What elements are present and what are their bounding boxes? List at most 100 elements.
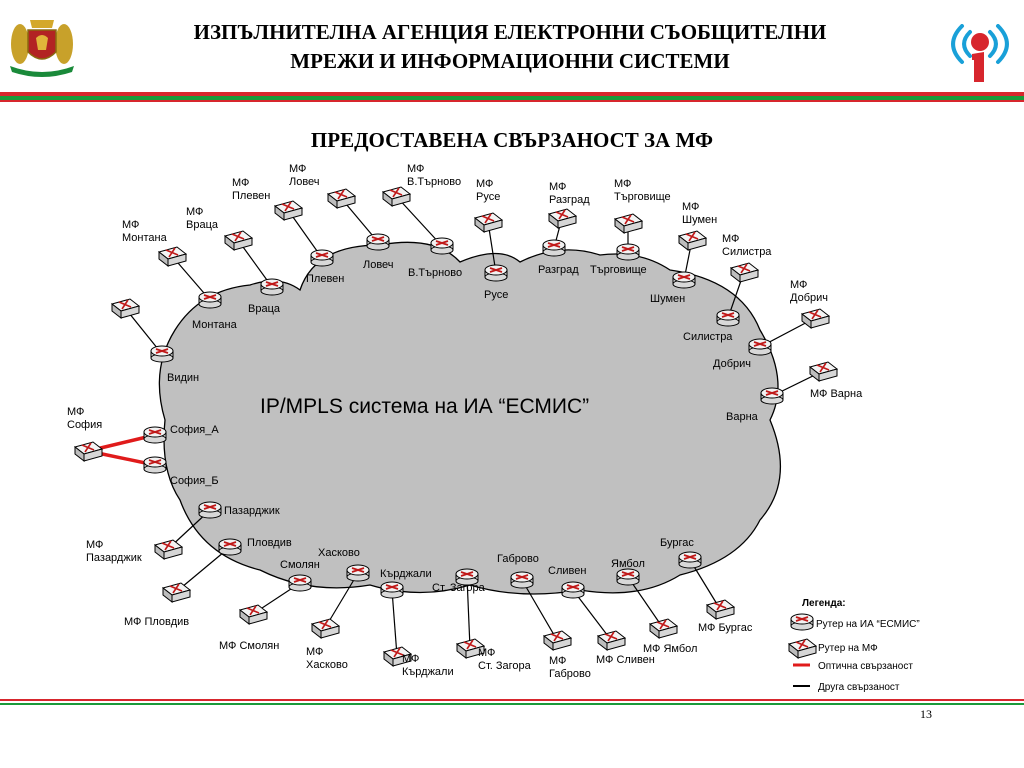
mf-router-burgas [705, 599, 736, 621]
agency-title-line1: ИЗПЪЛНИТЕЛНА АГЕНЦИЯ ЕЛЕКТРОННИ СЪОБЩИТЕ… [193, 20, 827, 44]
link-mf_plovdiv [175, 546, 231, 593]
router-label-yambol: Ямбол [611, 558, 645, 570]
footer-stripe-green [0, 703, 1024, 705]
router-label-burgas: Бургас [660, 537, 694, 549]
router-pleven [310, 249, 334, 267]
router-label-shumen: Шумен [650, 293, 685, 305]
mf-router-plovdiv [161, 582, 192, 604]
mf-label-razgrad-line1: МФ [549, 181, 566, 193]
mf-label-haskovo-line1: МФ [306, 646, 323, 658]
mf-label-vtarnovo-line2: В.Търново [407, 176, 461, 188]
legend-title: Легенда: [802, 598, 846, 609]
router-stzagora [455, 568, 479, 586]
legend-router-mf-icon [787, 638, 818, 660]
mf-label-shumen-line1: МФ [682, 201, 699, 213]
mf-router-silistra [729, 262, 760, 284]
agency-logo [944, 24, 1016, 91]
header-stripe-green [0, 96, 1024, 100]
router-label-pazardzhik: Пазарджик [224, 505, 280, 517]
mf-label-targovishte-line1: МФ [614, 178, 631, 190]
mf-label-dobrich-line1: МФ [790, 279, 807, 291]
router-silistra [716, 309, 740, 327]
router-lovech [366, 233, 390, 251]
link-mf_yambol [627, 576, 664, 629]
legend-optical: Оптична свързаност [818, 661, 913, 672]
router-vtarnovo [430, 237, 454, 255]
router-label-pleven: Плевен [306, 273, 344, 285]
mf-label-kardzhali-line1: МФ [402, 653, 419, 665]
mf-label-vtarnovo-line1: МФ [407, 163, 424, 175]
mf-label-lovech-line1: МФ [289, 163, 306, 175]
router-label-dobrich: Добрич [713, 358, 751, 370]
router-label-ruse: Русе [484, 289, 508, 301]
router-label-gabrovo: Габрово [497, 553, 539, 565]
mf-router-gabrovo [542, 630, 573, 652]
mf-label-pazardzhik-line2: Пазарджик [86, 552, 142, 564]
mf-label-sofia-line1: МФ [67, 406, 84, 418]
mf-router-vratsa [223, 230, 254, 252]
link-mf_sliven [572, 589, 612, 641]
mf-router-pazardzhik [153, 539, 184, 561]
router-label-lovech: Ловеч [363, 259, 394, 271]
mf-label-targovishte-line2: Търговище [614, 191, 671, 203]
router-label-smolyan: Смолян [280, 559, 320, 571]
mf-label-stzagora-line2: Ст. Загора [478, 660, 532, 672]
router-label-sofia-a: София_А [170, 424, 219, 436]
router-label-vtarnovo: В.Търново [408, 267, 462, 279]
router-label-plovdiv: Пловдив [247, 537, 292, 549]
router-label-targovishte: Търговище [590, 264, 647, 276]
mf-label-haskovo-line2: Хасково [306, 659, 348, 671]
mf-router-montana [157, 246, 188, 268]
mf-label-stzagora-line1: МФ [478, 647, 495, 659]
legend-router-mf: Рутер на МФ [818, 643, 878, 654]
router-pazardzhik [198, 501, 222, 519]
mf-label-gabrovo-line2: Габрово [549, 668, 591, 680]
router-sofia-b [143, 456, 167, 474]
router-shumen [672, 271, 696, 289]
mf-label-montana-line2: Монтана [122, 232, 168, 244]
mf-label-gabrovo-line1: МФ [549, 655, 566, 667]
router-sofia-a [143, 426, 167, 444]
link-mf_gabrovo [521, 579, 558, 641]
router-dobrich [748, 338, 772, 356]
router-vratsa [260, 278, 284, 296]
mf-router-lovech [326, 188, 357, 210]
legend-router-esmis: Рутер на ИА “ЕСМИС” [816, 619, 920, 630]
slide-title: ПРЕДОСТАВЕНА СВЪРЗАНОСТ ЗА МФ [310, 128, 714, 152]
mf-label-shumen-line2: Шумен [682, 214, 717, 226]
mf-label-montana-line1: МФ [122, 219, 139, 231]
mf-label-dobrich-line2: Добрич [790, 292, 828, 304]
mf-label-silistra-line2: Силистра [722, 246, 772, 258]
agency-title: ИЗПЪЛНИТЕЛНА АГЕНЦИЯ ЕЛЕКТРОННИ СЪОБЩИТЕ… [90, 18, 930, 76]
router-label-sliven: Сливен [548, 565, 586, 577]
mf-label-plovdiv-line1: МФ Пловдив [124, 616, 189, 628]
mf-router-sliven [596, 630, 627, 652]
cloud-label: IP/MPLS система на ИА “ЕСМИС” [260, 395, 589, 418]
mf-label-kardzhali-line2: Кърджали [402, 666, 454, 678]
router-vidin [150, 345, 174, 363]
mf-label-pleven-line1: МФ [232, 177, 249, 189]
mf-label-varna-line1: МФ Варна [810, 388, 863, 400]
mf-label-burgas-line1: МФ Бургас [698, 622, 753, 634]
link-mf_vtarnovo [395, 195, 443, 247]
mf-router-razgrad [547, 208, 578, 230]
router-kardzhali [380, 581, 404, 599]
link-mf_kardzhali [391, 589, 398, 657]
router-varna [760, 387, 784, 405]
mf-label-ruse-line1: МФ [476, 178, 493, 190]
mf-router-dobrich [800, 308, 831, 330]
legend-other: Друга свързаност [818, 682, 900, 693]
router-label-sofia-b: София_Б [170, 475, 219, 487]
router-label-silistra: Силистра [683, 331, 733, 343]
mf-router-haskovo [310, 618, 341, 640]
mf-router-kardzhali [382, 646, 413, 668]
router-montana [198, 291, 222, 309]
router-plovdiv [218, 538, 242, 556]
mf-label-vratsa-line2: Враца [186, 219, 219, 231]
mf-label-smolyan-line1: МФ Смолян [219, 640, 279, 652]
router-gabrovo [510, 571, 534, 589]
legend: Легенда: Рутер на ИА “ЕСМИС” Рутер на МФ Оп… [787, 598, 920, 693]
router-smolyan [288, 574, 312, 592]
router-label-haskovo: Хасково [318, 547, 360, 559]
mf-label-silistra-line1: МФ [722, 233, 739, 245]
